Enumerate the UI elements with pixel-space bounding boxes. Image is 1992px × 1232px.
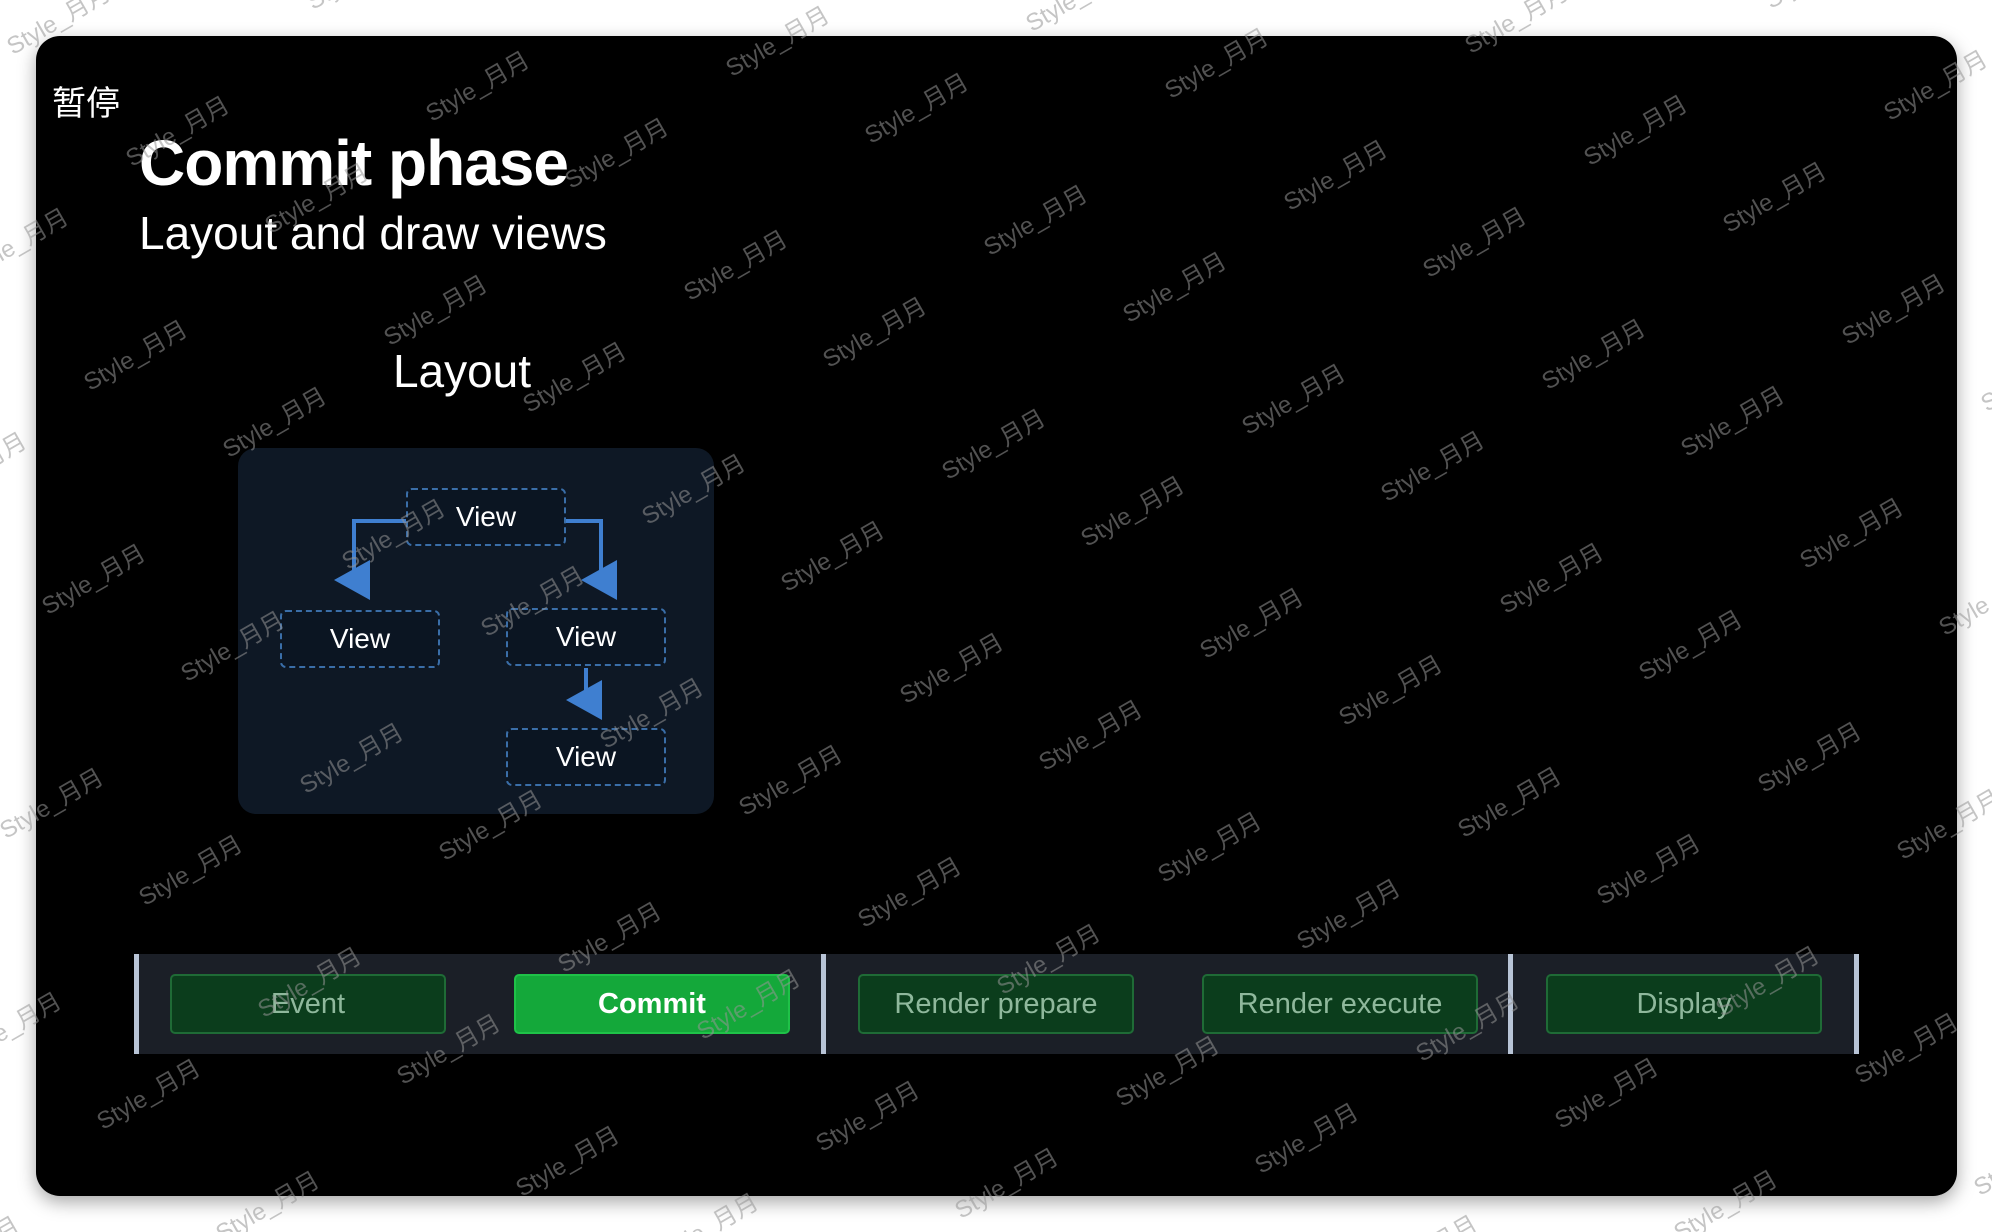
phase-render-prepare[interactable]: Render prepare	[858, 974, 1134, 1034]
render-pipeline-bar: Event Commit Render prepare Render execu…	[134, 954, 1859, 1054]
connector-root-to-left	[334, 519, 406, 600]
pipeline-divider	[1508, 954, 1513, 1054]
connector-root-to-right	[566, 519, 617, 600]
phase-render-execute[interactable]: Render execute	[1202, 974, 1478, 1034]
watermark-text: Style_月月	[299, 0, 416, 16]
layout-diagram-panel: View View View View	[238, 448, 714, 814]
view-node-right-child: View	[506, 608, 666, 666]
phase-event[interactable]: Event	[170, 974, 446, 1034]
watermark-text: Style_月月	[0, 1206, 25, 1232]
watermark-text: Style_月月	[0, 427, 32, 509]
watermark-text: Style_月月	[1366, 1205, 1483, 1232]
pause-button[interactable]: 暂停	[52, 84, 120, 124]
view-node-root: View	[406, 488, 566, 546]
watermark-text: Style_月月	[1757, 0, 1874, 15]
phase-commit[interactable]: Commit	[514, 974, 790, 1034]
view-node-left-child: View	[280, 610, 440, 668]
pipeline-divider	[1854, 954, 1859, 1054]
phase-display[interactable]: Display	[1546, 974, 1822, 1034]
pipeline-divider	[134, 954, 139, 1054]
watermark-text: Style_月月	[1969, 1120, 1992, 1202]
video-player-frame[interactable]: 暂停 Commit phase Layout and draw views La…	[36, 36, 1957, 1196]
pipeline-divider	[821, 954, 826, 1054]
diagram-heading: Layout	[392, 345, 532, 397]
watermark-text: Style_月月	[1976, 336, 1992, 418]
view-node-grandchild: View	[506, 728, 666, 786]
watermark-text: Style_月月	[1018, 0, 1135, 38]
view-hierarchy-connectors	[334, 519, 617, 720]
slide-subtitle: Layout and draw views	[139, 207, 607, 259]
slide-title: Commit phase	[139, 127, 569, 199]
